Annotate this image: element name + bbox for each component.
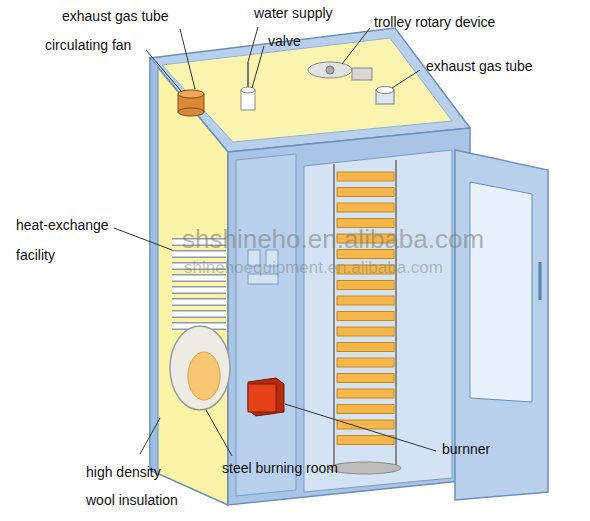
label-anchor: heat-exchange facility [16,210,116,270]
baking-tray [337,436,394,445]
rotary-disc [308,62,352,78]
baking-tray [337,188,394,197]
control-panel [236,154,296,496]
callout-label: heat-exchange facility [16,210,116,270]
leader-line [146,50,182,92]
baking-tray [337,312,394,321]
water-pipe [247,62,249,90]
callout-label: water supply [254,5,333,22]
leader-line [206,410,232,456]
baking-tray [337,296,394,305]
label-anchor: shinehoequipment.en.alibaba.com [184,258,443,278]
oven-front [228,128,470,505]
fan-bottom [178,108,204,116]
baking-tray [337,203,394,212]
exchanger-pipe-outline [172,242,226,326]
exchanger-pipe [172,242,226,326]
baking-tray [337,281,394,290]
tray-group [337,172,394,445]
callout-label: exhaust gas tube [62,8,169,25]
rotary-hub [326,66,334,74]
leader-line [114,228,172,250]
leader-line [285,404,436,451]
callout-label: trolley rotary device [374,14,495,31]
watermark: shinehoequipment.en.alibaba.com [184,258,443,278]
heat-exchanger [172,242,226,326]
baking-tray [337,420,394,429]
leader-line [140,418,160,454]
rotary-base [329,462,401,474]
side-panel-edge [150,58,158,474]
baking-tray [337,389,394,398]
callout-label: circulating fan [45,37,131,54]
baking-tray [337,343,394,352]
baking-tray [337,327,394,336]
watermark: shshineho.en.alibaba.com [182,224,484,255]
label-anchor: high density wool insulation [86,458,191,514]
label-anchor: exhaust gas tube [426,58,533,75]
label-anchor: exhaust gas tube [62,8,169,25]
callout-label: steel burning room [222,460,338,477]
callout-label: exhaust gas tube [426,58,533,75]
callout-label: high density wool insulation [86,458,191,514]
baking-tray [337,358,394,367]
leader-line [180,29,195,89]
callout-label: burnner [442,441,490,458]
baking-tray [337,405,394,414]
label-anchor: burnner [442,441,490,458]
exhaust-tube-top [376,87,394,94]
valve-top [241,87,255,93]
label-anchor: shshineho.en.alibaba.com [182,224,484,255]
baking-tray [337,374,394,383]
label-anchor: water supply [254,5,333,22]
burner-side [248,378,284,416]
rack-post [333,164,335,470]
leader-line [252,46,264,88]
baking-chamber [304,150,452,492]
rotary-motor [352,68,372,80]
rack-post [395,160,397,466]
leader-line [392,70,420,88]
callout-label: valve [268,33,301,50]
leader-line [342,28,370,64]
burning-room [170,326,230,410]
baking-tray [337,172,394,181]
label-anchor: valve [268,33,301,50]
label-anchor: circulating fan [45,37,131,54]
side-wall [150,58,228,505]
door-window [470,182,532,402]
burner-box [248,384,276,412]
label-anchor: trolley rotary device [374,14,495,31]
door-handle [539,262,542,300]
flame-glow [188,352,220,400]
label-anchor: steel burning room [222,460,338,477]
leader-line [248,27,258,62]
